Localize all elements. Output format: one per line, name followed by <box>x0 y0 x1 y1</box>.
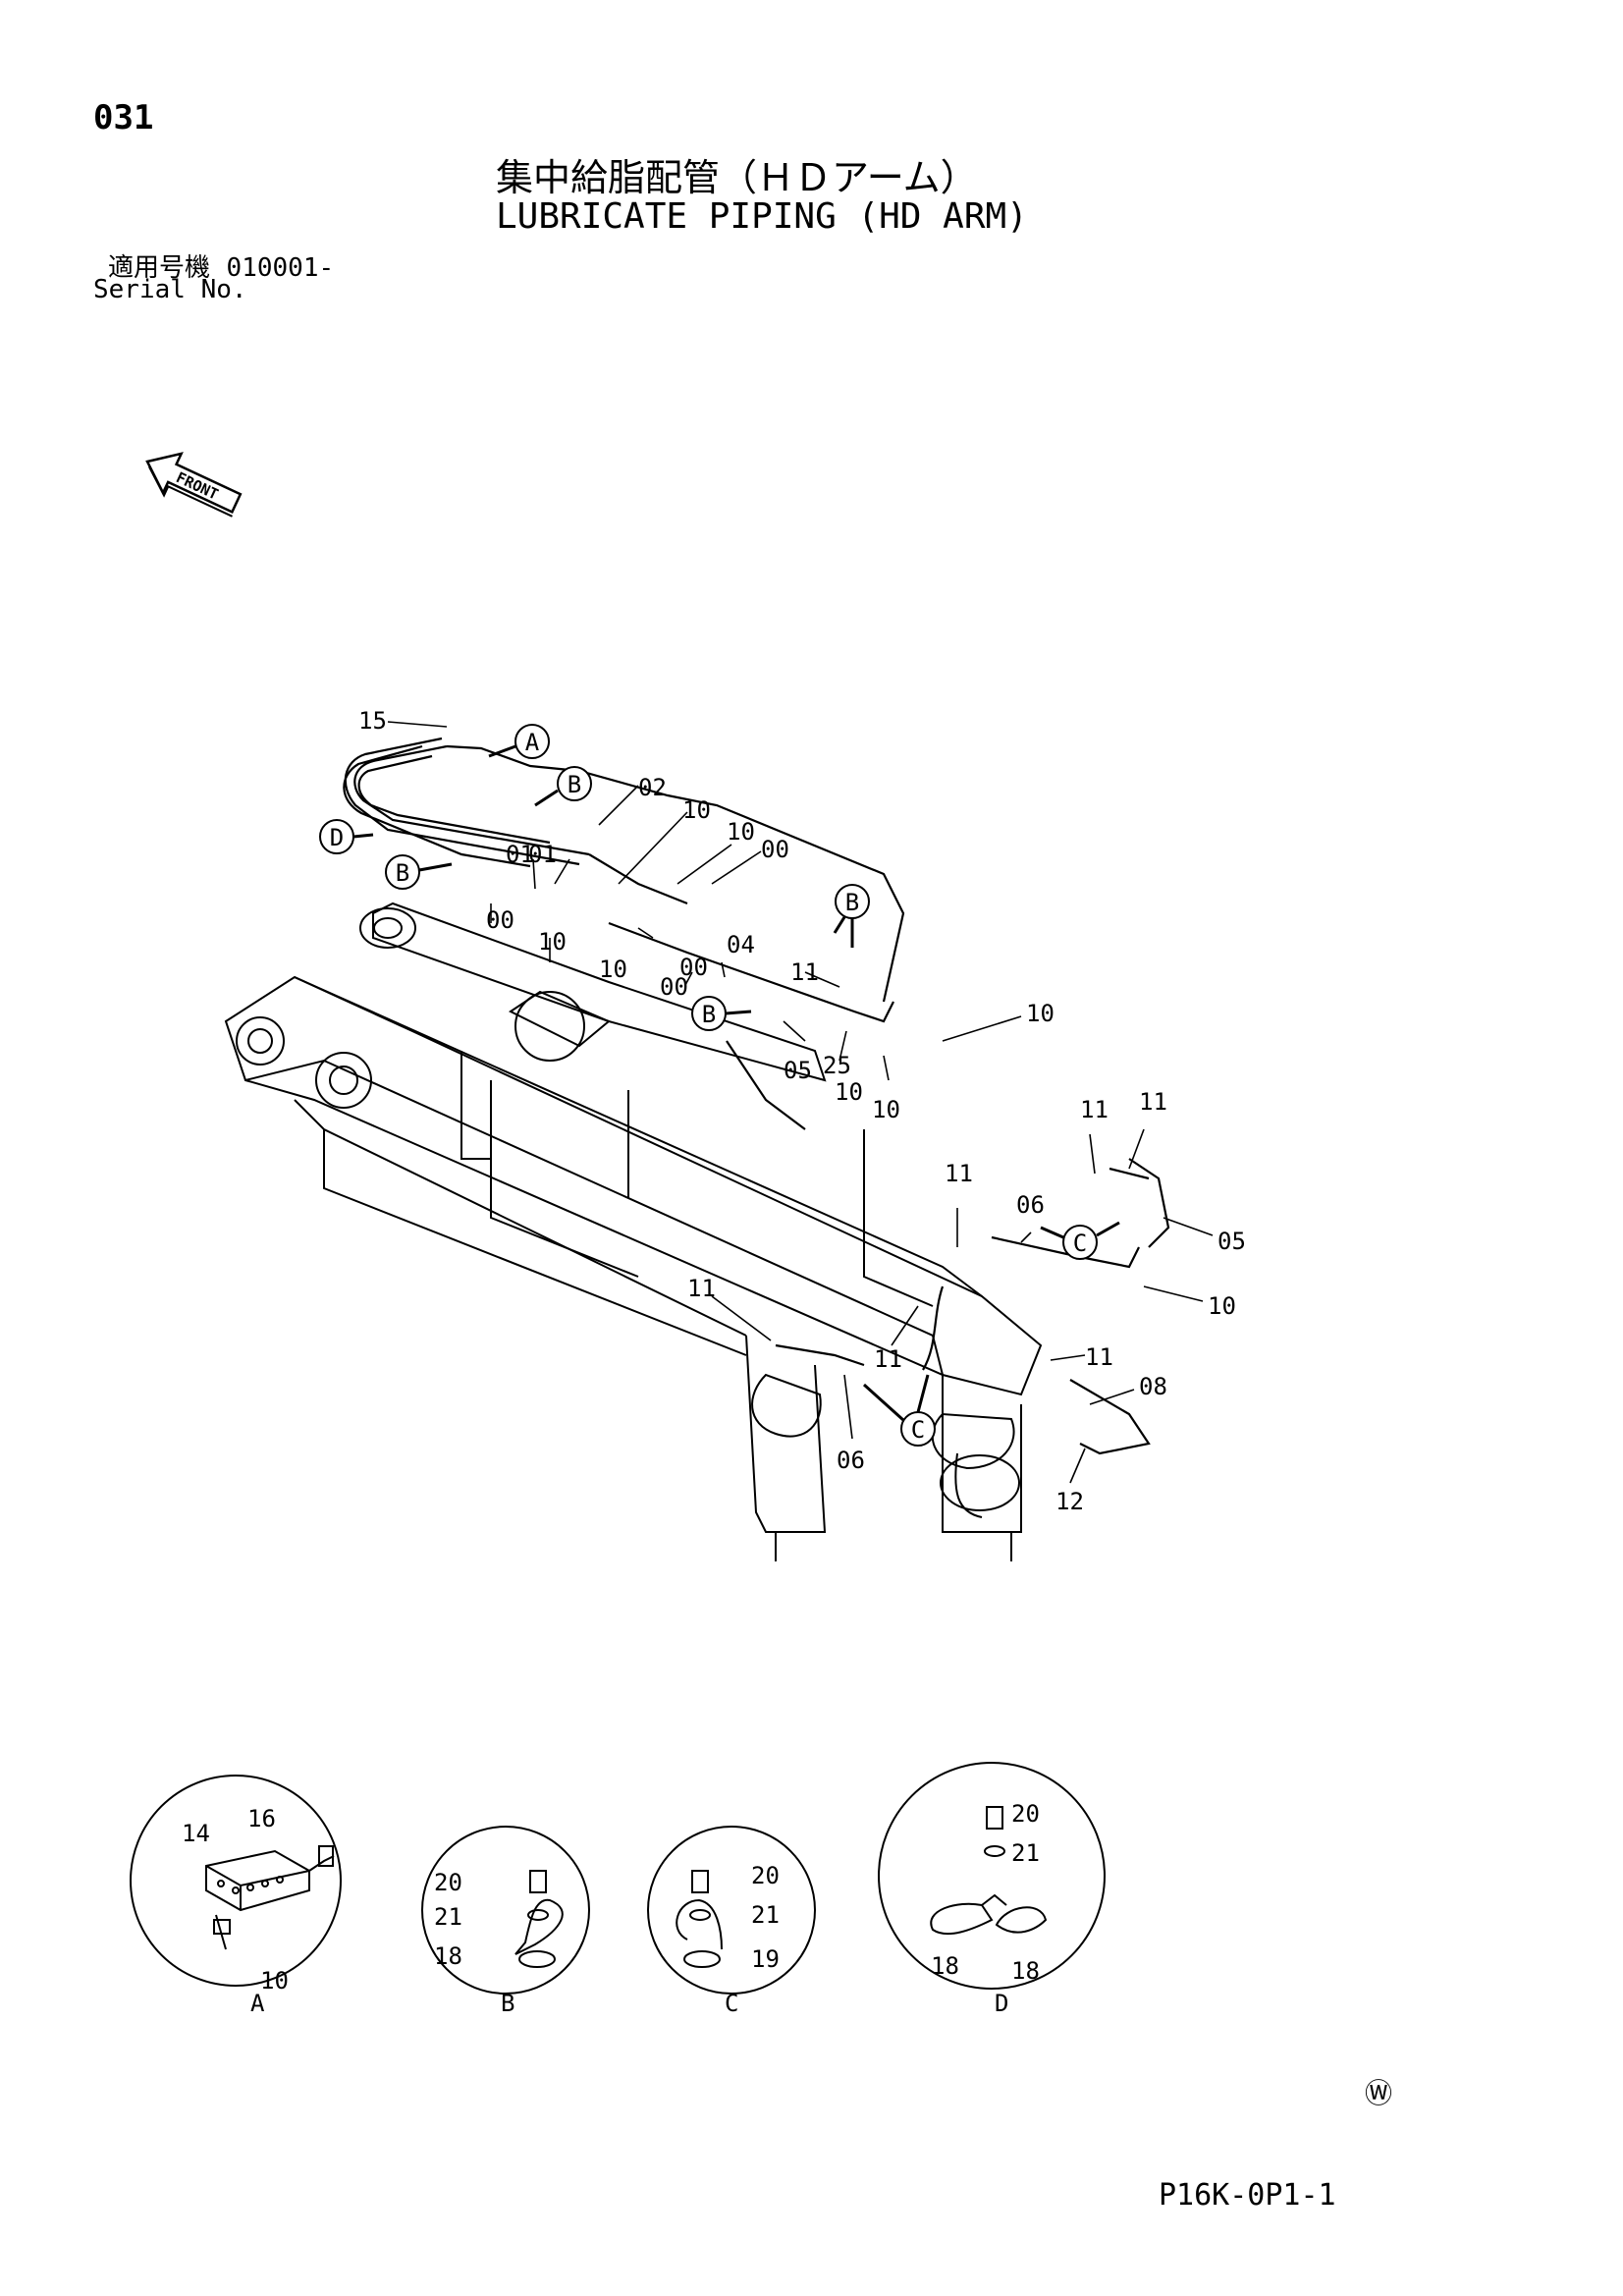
callout-11: 11 <box>874 1345 902 1373</box>
callout-10: 10 <box>727 818 755 846</box>
clamp-icon <box>514 1870 564 1968</box>
callout-06: 06 <box>1016 1191 1045 1219</box>
callout-00: 00 <box>660 973 688 1001</box>
serial-label-jp-text: 適用号機 <box>108 253 211 283</box>
view-marker-b: B <box>833 884 870 948</box>
callout-11: 11 <box>1080 1096 1109 1123</box>
detail-b-part-20: 20 <box>434 1869 462 1896</box>
view-marker-c: C <box>862 1374 936 1447</box>
view-marker-b: B <box>691 996 752 1031</box>
callout-10: 10 <box>872 1096 900 1123</box>
callout-00: 00 <box>486 906 514 934</box>
callout-10: 10 <box>835 1078 863 1106</box>
svg-text:C: C <box>1073 1230 1087 1257</box>
svg-text:C: C <box>911 1416 925 1444</box>
detail-view-d: 20 21 18 18 D <box>878 1762 1106 2017</box>
detail-c-part-19: 19 <box>751 1945 780 1973</box>
watermark-symbol: Ⓦ <box>1365 2077 1393 2109</box>
detail-view-c: 20 21 19 C <box>647 1826 816 2017</box>
svg-text:B: B <box>568 771 581 798</box>
callout-05: 05 <box>784 1057 812 1084</box>
drawing-code: P16K-0P1-1 <box>1159 2178 1336 2213</box>
callout-10: 10 <box>1026 1000 1055 1027</box>
detail-a-label: A <box>250 1990 265 2017</box>
callout-11: 11 <box>1139 1088 1167 1116</box>
detail-d-label: D <box>995 1990 1008 2017</box>
callout-11: 11 <box>1085 1343 1113 1371</box>
callout-10: 10 <box>538 928 567 956</box>
arm-assembly <box>224 902 1043 1561</box>
view-markers: A B D B B B <box>319 724 1120 1447</box>
callout-10: 10 <box>599 956 627 983</box>
svg-text:B: B <box>396 859 409 887</box>
serial-label-japanese: 適用号機 010001- <box>108 247 334 284</box>
detail-d-part-20: 20 <box>1011 1800 1040 1828</box>
view-marker-d: D <box>319 819 374 854</box>
detail-a-part-14: 14 <box>182 1820 210 1847</box>
lubricate-pipes <box>343 737 1170 1455</box>
callout-01: 01 <box>506 841 534 868</box>
callout-08: 08 <box>1139 1373 1167 1400</box>
page-title-english: LUBRICATE PIPING (HD ARM) <box>496 196 1028 237</box>
callout-11: 11 <box>687 1275 716 1302</box>
callout-11: 11 <box>790 958 819 986</box>
grease-block-icon <box>205 1845 335 1950</box>
leader-lines <box>387 721 1214 1484</box>
detail-view-a: 14 16 10 A <box>130 1775 342 2017</box>
callout-10: 10 <box>682 796 711 824</box>
callout-01: 01 <box>528 841 557 868</box>
detail-b-label: B <box>501 1990 514 2017</box>
callout-25: 25 <box>823 1052 851 1079</box>
view-marker-a: A <box>488 724 550 759</box>
detail-a-part-10: 10 <box>260 1967 289 1995</box>
detail-c-part-20: 20 <box>751 1862 780 1889</box>
detail-c-part-21: 21 <box>751 1901 780 1929</box>
detail-c-label: C <box>725 1990 738 2017</box>
svg-text:A: A <box>525 729 540 756</box>
clamp-icon <box>676 1870 723 1968</box>
double-clamp-icon <box>930 1806 1048 1936</box>
page-number: 031 <box>93 98 154 137</box>
detail-view-b: 20 21 18 B <box>421 1826 590 2017</box>
svg-text:B: B <box>702 1001 716 1028</box>
callout-labels: 15 02 10 10 00 01 01 00 10 10 00 04 00 1… <box>358 707 1246 1515</box>
view-marker-b: B <box>385 854 453 890</box>
callout-05: 05 <box>1217 1228 1246 1255</box>
svg-text:D: D <box>330 824 344 851</box>
callout-04: 04 <box>727 931 755 958</box>
detail-b-part-21: 21 <box>434 1903 462 1931</box>
front-arrow-icon: FRONT <box>145 452 243 518</box>
detail-b-part-18: 18 <box>434 1942 462 1970</box>
detail-a-part-16: 16 <box>247 1805 276 1832</box>
callout-11: 11 <box>945 1160 973 1187</box>
serial-value: 010001- <box>226 253 335 283</box>
detail-d-part-18: 18 <box>1011 1957 1040 1985</box>
callout-15: 15 <box>358 707 387 735</box>
callout-00: 00 <box>679 954 708 981</box>
view-marker-b: B <box>534 766 592 807</box>
serial-label-english: Serial No. <box>93 275 247 304</box>
callout-10: 10 <box>1208 1292 1236 1320</box>
detail-d-part-21: 21 <box>1011 1839 1040 1867</box>
callout-06: 06 <box>837 1447 865 1474</box>
callout-02: 02 <box>638 774 667 801</box>
detail-d-part-18: 18 <box>931 1952 959 1980</box>
svg-text:B: B <box>845 889 859 916</box>
page-title-japanese: 集中給脂配管（ＨＤアーム） <box>496 156 978 199</box>
view-marker-c: C <box>1040 1221 1120 1260</box>
callout-00: 00 <box>761 836 789 863</box>
callout-12: 12 <box>1055 1488 1084 1515</box>
